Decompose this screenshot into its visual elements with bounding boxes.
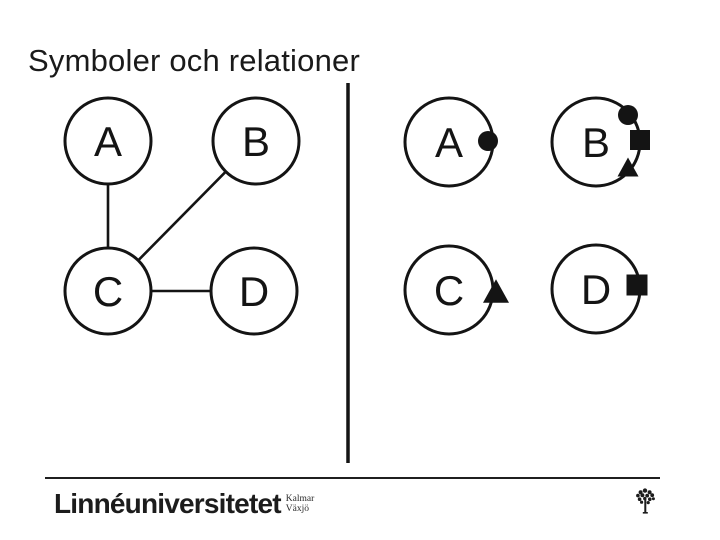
square-marker-icon	[626, 274, 648, 296]
node-label-C: C	[93, 268, 123, 315]
university-logo: Linnéuniversitetet Kalmar Växjö	[54, 488, 315, 519]
square-marker-icon	[630, 130, 650, 150]
node-circle-A	[63, 96, 153, 186]
triangle-marker-icon	[617, 157, 639, 177]
node-D: D	[209, 246, 299, 336]
node-D2: D	[550, 243, 648, 335]
node-C2: C	[403, 244, 509, 336]
node-B: B	[211, 96, 301, 186]
node-label-D: D	[239, 268, 269, 315]
node-circle-C	[63, 246, 153, 336]
node-A: A	[63, 96, 153, 186]
dot-marker-icon	[478, 131, 498, 151]
footer-divider	[45, 477, 660, 479]
node-label-D2: D	[581, 266, 611, 313]
campus-vaxjo: Växjö	[285, 504, 309, 514]
node-label-B2: B	[582, 119, 610, 166]
campus-kalmar: Kalmar	[285, 494, 315, 504]
node-A2: A	[403, 96, 498, 188]
linnaeus-tree-icon	[636, 488, 655, 514]
slide-title: Symboler och relationer	[28, 42, 360, 78]
node-B2: B	[550, 96, 650, 188]
triangle-marker-icon	[483, 279, 509, 303]
university-logo-text: Linnéuniversitetet	[54, 488, 282, 519]
node-circle-B	[211, 96, 301, 186]
node-label-A2: A	[435, 119, 463, 166]
node-C: C	[63, 246, 153, 336]
dot-marker-icon	[618, 105, 638, 125]
node-label-A: A	[94, 118, 122, 165]
node-label-B: B	[242, 118, 270, 165]
node-label-C2: C	[434, 267, 464, 314]
campus-names: Kalmar Växjö	[286, 491, 315, 514]
node-circle-D	[209, 246, 299, 336]
